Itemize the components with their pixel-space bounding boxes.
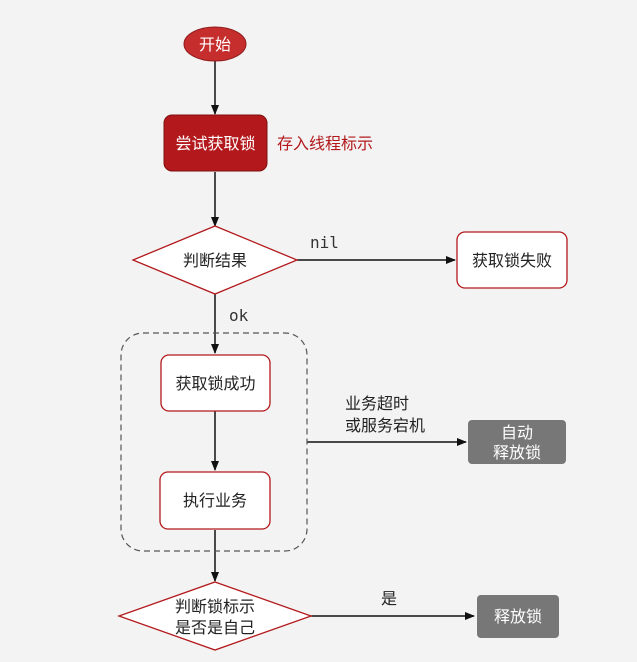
start-node — [183, 26, 247, 62]
judge-result-node — [131, 225, 299, 295]
store-thread-id-annotation: 存入线程标示 — [277, 134, 373, 153]
lock-held-group — [120, 332, 308, 552]
lock-fail-node — [456, 231, 568, 289]
judge-owner-label-line1: 判断锁标示 — [175, 597, 255, 616]
ok-label: ok — [229, 306, 249, 325]
judge-result-label: 判断结果 — [183, 251, 247, 270]
release-lock-label: 释放锁 — [494, 607, 542, 626]
execute-business-label: 执行业务 — [183, 491, 247, 510]
judge-owner-label-line2: 是否是自己 — [175, 618, 255, 637]
lock-success-node — [160, 354, 271, 412]
yes-label: 是 — [381, 589, 397, 608]
release-lock-node — [477, 595, 559, 638]
auto-release-label-line1: 自动 — [501, 423, 533, 442]
try-lock-label: 尝试获取锁 — [175, 134, 255, 153]
execute-business-node — [159, 471, 271, 530]
try-lock-node — [163, 114, 268, 172]
timeout-label-line2: 或服务宕机 — [345, 416, 425, 435]
timeout-label-line1: 业务超时 — [345, 394, 409, 413]
auto-release-label-line2: 释放锁 — [493, 443, 541, 462]
judge-owner-node — [117, 581, 313, 651]
nil-label: nil — [310, 233, 339, 252]
lock-fail-label: 获取锁失败 — [472, 251, 552, 270]
auto-release-node — [468, 420, 566, 464]
lock-success-label: 获取锁成功 — [175, 374, 255, 393]
start-label: 开始 — [199, 35, 231, 54]
